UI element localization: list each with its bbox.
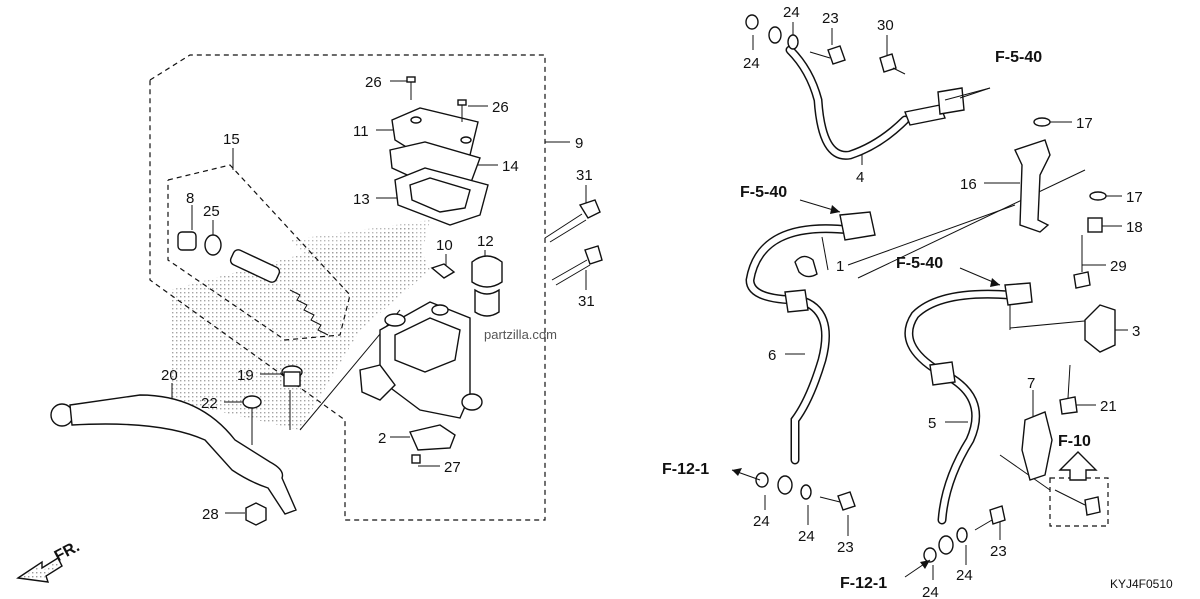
label-15: 15 [223,131,240,148]
label-9: 9 [575,135,583,152]
label-13: 13 [353,191,370,208]
label-17b: 17 [1126,189,1143,206]
label-21: 21 [1100,398,1117,415]
ref-f540-top: F-5-40 [995,49,1042,66]
label-2: 2 [378,430,386,447]
diagram-code: KYJ4F0510 [1110,577,1173,591]
watermark: partzilla.com [484,327,557,342]
ref-f540-mid: F-5-40 [740,184,787,201]
ref-f121-left: F-12-1 [662,461,709,478]
hose-clamp-1 [794,255,818,278]
part-labels: 26 26 11 14 13 15 8 25 9 31 31 10 12 19 … [161,4,1143,599]
shaded-area [170,220,430,430]
label-24f: 24 [922,584,939,599]
label-25: 25 [203,203,220,220]
label-31b: 31 [578,293,595,310]
bolt-21 [1059,364,1078,415]
label-11: 11 [353,123,369,140]
washers-17-18 [1033,117,1107,233]
stay-16 [1014,139,1051,233]
piston-set [177,231,329,336]
ref-arrow-f121-left [731,468,761,481]
label-30: 30 [877,17,894,34]
bolt-f10 [1054,489,1101,516]
banjo-washers-top [745,14,846,65]
stop-switch [409,424,456,464]
ref-arrow-f121-bottom [904,559,931,578]
clamp-bolt-31b [551,245,603,286]
label-24a: 24 [743,55,760,72]
label-16: 16 [960,176,977,193]
label-28: 28 [202,506,219,523]
ref-arrow-f540-top [959,87,991,99]
clamp-3 [1084,304,1116,353]
clamp-bolt-31a [544,199,601,243]
ref-f121-bottom: F-12-1 [840,575,887,592]
label-14: 14 [502,158,519,175]
label-23a: 23 [822,10,839,27]
label-24c: 24 [753,513,770,530]
assembly-outline-15 [167,164,351,341]
banjo-washers-bottom-left [755,472,856,511]
pivot-bolt [242,395,262,445]
leader-lines [171,22,1128,580]
label-23c: 23 [990,543,1007,560]
switch-clip [430,263,456,279]
brake-lever [50,394,297,515]
label-29: 29 [1110,258,1127,275]
label-1: 1 [836,258,844,275]
lever-nut [245,502,267,526]
hose-6 [745,211,876,465]
upper-hose [785,45,991,160]
label-5: 5 [928,415,936,432]
ref-f10: F-10 [1058,433,1091,450]
cap-screw-26b [457,99,467,122]
front-direction-arrow [16,556,63,583]
bolt-29 [1073,235,1091,289]
lever-collar [281,365,303,387]
label-24e: 24 [956,567,973,584]
label-7: 7 [1027,375,1035,392]
label-12: 12 [477,233,494,250]
clamp-7 [1021,411,1053,481]
bolt-30 [879,53,906,75]
label-24b: 24 [783,4,800,21]
cap-screw-26a [406,76,416,100]
master-cylinder-body [359,301,483,419]
label-31a: 31 [576,167,593,184]
f10-arrow [1058,451,1098,481]
ref-arrow-f540-mid [799,199,841,214]
label-10: 10 [436,237,453,254]
label-27: 27 [444,459,461,476]
label-17a: 17 [1076,115,1093,132]
label-26a: 26 [365,74,382,91]
label-24d: 24 [798,528,815,545]
label-19: 19 [237,367,254,384]
hose-5 [904,282,1033,525]
label-8: 8 [186,190,194,207]
label-23b: 23 [837,539,854,556]
diaphragm [394,167,489,226]
label-20: 20 [161,367,178,384]
label-6: 6 [768,347,776,364]
ref-arrow-f540-right [959,267,1001,287]
assembly-outline-9 [149,54,546,521]
label-26b: 26 [492,99,509,116]
reference-labels: F-5-40 F-5-40 F-5-40 F-12-1 F-12-1 F-10 [662,49,1091,592]
label-4: 4 [856,169,864,186]
label-18: 18 [1126,219,1143,236]
label-3: 3 [1132,323,1140,340]
label-22: 22 [201,395,218,412]
holder-clamp [471,255,503,317]
banjo-washers-bottom-right [923,505,1006,563]
ref-f540-right: F-5-40 [896,255,943,272]
